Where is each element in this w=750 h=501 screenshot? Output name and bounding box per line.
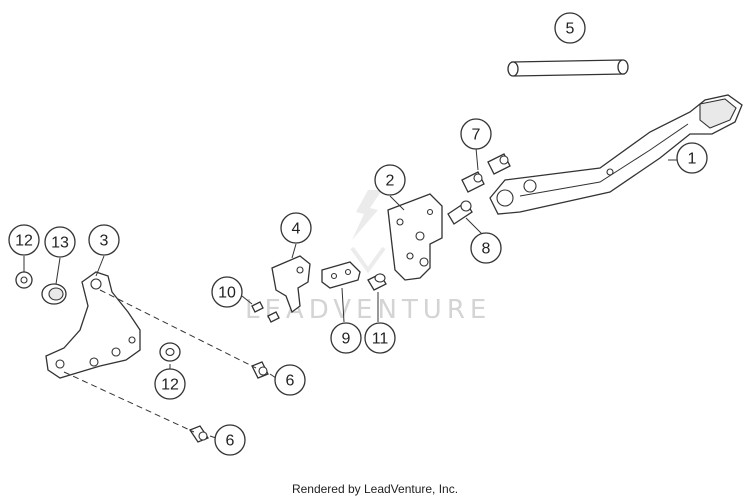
callout-c2: 2 [374, 164, 406, 196]
part-12-washer-top [15, 271, 33, 289]
callout-circle [88, 224, 120, 256]
callout-label: 4 [292, 221, 301, 238]
assembly-line-upper [99, 289, 257, 369]
callout-c4: 4 [280, 212, 312, 244]
part-7-screws [461, 153, 511, 193]
callout-c8: 8 [470, 232, 502, 264]
part-6-bolt-upper [251, 361, 269, 379]
callout-label: 3 [100, 233, 109, 250]
leader-8 [465, 217, 483, 235]
part-6-bolt-lower [189, 425, 209, 443]
callout-label: 6 [226, 433, 235, 450]
leader-3 [95, 255, 105, 277]
leader-13 [55, 257, 61, 285]
part-1-side-stand [489, 94, 743, 215]
callout-circle [470, 232, 502, 264]
callout-c1: 1 [676, 142, 708, 174]
callout-label: 6 [286, 373, 295, 390]
callout-label: 2 [386, 173, 395, 190]
callout-c12b: 12 [154, 368, 186, 400]
part-13-bearing [41, 283, 67, 305]
callout-circle [280, 212, 312, 244]
callout-label: 8 [482, 241, 491, 258]
callout-label: 10 [218, 285, 236, 302]
part-2-bracket-plate [387, 193, 443, 281]
part-3-main-bracket [45, 271, 141, 379]
leader-4 [291, 243, 297, 259]
callout-circle [211, 276, 243, 308]
callout-c11: 11 [364, 322, 396, 354]
callout-circle [274, 364, 306, 396]
callout-label: 12 [161, 377, 179, 394]
callout-circle [330, 322, 362, 354]
callout-c12a: 12 [8, 224, 40, 256]
watermark-logo [350, 190, 386, 274]
callout-label: 7 [472, 127, 481, 144]
part-5-pin [507, 59, 629, 77]
callout-circle [44, 226, 76, 258]
callout-label: 13 [51, 235, 69, 252]
leader-10 [241, 295, 253, 305]
callout-c13: 13 [44, 226, 76, 258]
callout-circle [374, 164, 406, 196]
assembly-line-lower [63, 371, 195, 433]
callout-c6b: 6 [214, 424, 246, 456]
part-8-bolt [447, 200, 473, 225]
callout-c3: 3 [88, 224, 120, 256]
part-4-switch-plate [271, 255, 311, 314]
callout-c9: 9 [330, 322, 362, 354]
callout-label: 1 [688, 151, 697, 168]
callout-circle [214, 424, 246, 456]
callout-circle [676, 142, 708, 174]
callout-circle [460, 118, 492, 150]
callout-c10: 10 [211, 276, 243, 308]
callout-circle [8, 224, 40, 256]
leader-7 [475, 147, 479, 171]
watermark-text: LEADVENTURE [245, 295, 491, 325]
part-9-switch [321, 261, 361, 289]
leader-9 [341, 287, 345, 323]
callout-c6a: 6 [274, 364, 306, 396]
callout-circle [554, 12, 586, 44]
footer-credit: Rendered by LeadVenture, Inc. [291, 482, 459, 496]
leader-2 [389, 195, 405, 211]
callout-c5: 5 [554, 12, 586, 44]
callout-label: 9 [342, 331, 351, 348]
callout-label: 12 [15, 233, 33, 250]
callout-c7: 7 [460, 118, 492, 150]
callout-circle [364, 322, 396, 354]
callout-label: 11 [372, 331, 389, 348]
part-11-spacer [367, 273, 387, 291]
part-10-small-screws [251, 301, 280, 323]
callout-label: 5 [566, 21, 575, 38]
part-12-washer-bottom [159, 342, 181, 362]
callout-circle [154, 368, 186, 400]
